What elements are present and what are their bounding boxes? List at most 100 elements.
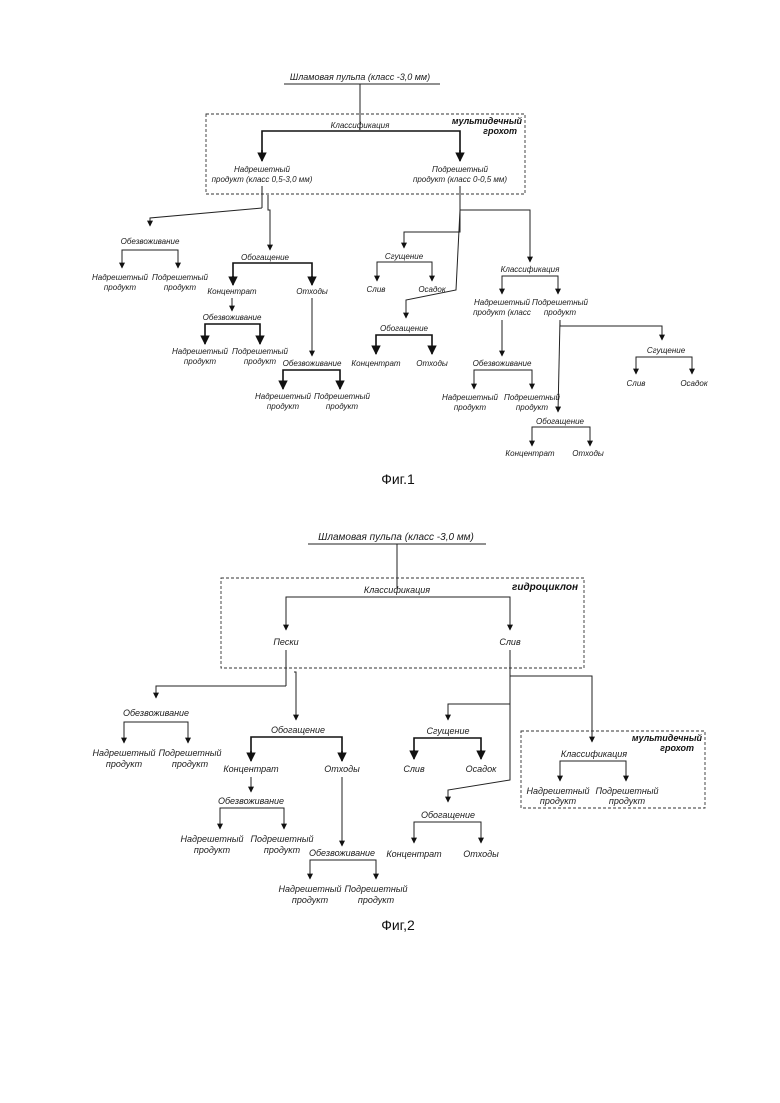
fig2-classification-bracket bbox=[286, 597, 510, 626]
fig2-concentrate-b: Концентрат bbox=[386, 849, 442, 859]
fig2-cb-under-2: продукт bbox=[609, 796, 646, 806]
fig2-sands: Пески bbox=[273, 637, 298, 647]
fig1-feed-label: Шламовая пульпа (класс -3,0 мм) bbox=[290, 72, 430, 82]
fig1-dd-under-1: Подрешетный bbox=[504, 393, 561, 402]
fig2-dewatering-b: Обезвоживание bbox=[218, 796, 284, 806]
fig1-dc-under-2: продукт bbox=[326, 402, 359, 411]
figure-1: Шламовая пульпа (класс -3,0 мм) мультиде… bbox=[92, 72, 709, 487]
fig1-da-over-1: Надрешетный bbox=[92, 273, 149, 282]
fig2-dewatering-a: Обезвоживание bbox=[123, 708, 189, 718]
fig2-classification-label: Классификация bbox=[364, 585, 430, 595]
fig2-da-under-2: продукт bbox=[172, 759, 209, 769]
fig1-cb-under-2: продукт bbox=[544, 308, 577, 317]
fig2-dewatering-c-bracket bbox=[310, 860, 376, 876]
fig2-db-over-2: продукт bbox=[194, 845, 231, 855]
fig2-feed-label: Шламовая пульпа (класс -3,0 мм) bbox=[318, 532, 474, 543]
fig2-enrichment-a: Обогащение bbox=[271, 725, 325, 735]
fig2-arrow-enrichment-b bbox=[448, 676, 510, 802]
fig2-tails-a: Отходы bbox=[324, 764, 360, 774]
fig1-thickening-a-bracket bbox=[377, 262, 432, 278]
fig1-sediment-b: Осадок bbox=[680, 379, 709, 388]
fig2-arrow-thickening bbox=[448, 676, 510, 720]
fig2-dc-under-1: Подрешетный bbox=[345, 884, 408, 894]
fig2-cyclone-label: гидроциклон bbox=[512, 582, 578, 593]
fig1-cb-over-1: Надрешетный bbox=[474, 298, 531, 307]
fig2-dc-under-2: продукт bbox=[358, 895, 395, 905]
fig2-enrichment-b-bracket bbox=[414, 822, 481, 840]
fig2-tails-b: Отходы bbox=[463, 849, 499, 859]
fig1-dewatering-a-bracket bbox=[122, 250, 178, 264]
fig2-cb-over-1: Надрешетный bbox=[527, 786, 590, 796]
fig1-screen-label-2: грохот bbox=[483, 126, 517, 136]
fig1-sediment-a: Осадок bbox=[418, 285, 447, 294]
fig1-enrichment-a-bracket bbox=[233, 263, 312, 282]
fig1-thickening-b-bracket bbox=[636, 357, 692, 372]
fig1-oversize-2: продукт (класс 0,5-3,0 мм) bbox=[212, 175, 313, 184]
fig2-db-under-1: Подрешетный bbox=[251, 834, 314, 844]
fig1-cb-over-2: продукт (класс bbox=[473, 308, 531, 317]
fig1-classification-label: Классификация bbox=[331, 121, 391, 130]
fig2-caption: Фиг,2 bbox=[381, 917, 415, 933]
fig2-dc-over-2: продукт bbox=[292, 895, 329, 905]
fig1-thickening-b: Сгущение bbox=[647, 346, 686, 355]
fig1-oversize-1: Надрешетный bbox=[234, 165, 291, 174]
fig1-dd-under-2: продукт bbox=[516, 403, 549, 412]
fig2-dewatering-b-bracket bbox=[220, 808, 284, 826]
fig2-enrichment-a-bracket bbox=[251, 737, 342, 758]
fig1-arrow-thickening-b bbox=[560, 320, 662, 340]
fig1-enrichment-b-bracket bbox=[376, 335, 432, 352]
fig1-tails-c: Отходы bbox=[572, 449, 604, 458]
fig2-overflow-b: Слив bbox=[403, 764, 425, 774]
fig2-cb-over-2: продукт bbox=[540, 796, 577, 806]
fig1-dewatering-d-bracket bbox=[474, 370, 532, 386]
fig2-db-under-2: продукт bbox=[264, 845, 301, 855]
fig1-db-under-2: продукт bbox=[244, 357, 277, 366]
fig1-da-under-2: продукт bbox=[164, 283, 197, 292]
fig2-thickening-bracket bbox=[414, 738, 481, 756]
fig1-concentrate-c: Концентрат bbox=[505, 449, 554, 458]
fig1-tails-a: Отходы bbox=[296, 287, 328, 296]
fig1-overflow-a: Слив bbox=[367, 285, 386, 294]
fig1-da-over-2: продукт bbox=[104, 283, 137, 292]
fig2-overflow: Слив bbox=[499, 637, 521, 647]
fig2-arrow-enrichment-a bbox=[294, 672, 296, 720]
fig2-concentrate-a: Концентрат bbox=[223, 764, 279, 774]
fig1-dc-over-2: продукт bbox=[267, 402, 300, 411]
fig1-dewatering-d: Обезвоживание bbox=[473, 359, 532, 368]
fig2-screen-label-2: грохот bbox=[660, 743, 694, 753]
fig1-undersize-2: продукт (класс 0-0,5 мм) bbox=[413, 175, 507, 184]
fig1-screen-label-1: мультидечный bbox=[452, 116, 523, 126]
fig1-overflow-b: Слив bbox=[627, 379, 646, 388]
fig1-dewatering-c-bracket bbox=[283, 370, 340, 386]
fig1-db-over-2: продукт bbox=[184, 357, 217, 366]
fig2-da-over-1: Надрешетный bbox=[93, 748, 156, 758]
fig2-cb-under-1: Подрешетный bbox=[596, 786, 659, 796]
fig1-classification-b: Классификация bbox=[501, 265, 561, 274]
fig1-db-over-1: Надрешетный bbox=[172, 347, 229, 356]
fig1-tails-b: Отходы bbox=[416, 359, 448, 368]
fig2-dewatering-c: Обезвоживание bbox=[309, 848, 375, 858]
fig1-dd-over-1: Надрешетный bbox=[442, 393, 499, 402]
fig1-caption: Фиг.1 bbox=[381, 471, 415, 487]
fig2-db-over-1: Надрешетный bbox=[181, 834, 244, 844]
fig2-classification-b: Классификация bbox=[561, 749, 627, 759]
fig2-dc-over-1: Надрешетный bbox=[279, 884, 342, 894]
fig1-concentrate-b: Концентрат bbox=[351, 359, 400, 368]
fig2-classification-b-bracket bbox=[560, 761, 626, 778]
fig1-da-under-1: Подрешетный bbox=[152, 273, 209, 282]
fig1-dc-over-1: Надрешетный bbox=[255, 392, 312, 401]
fig2-da-under-1: Подрешетный bbox=[159, 748, 222, 758]
fig1-thickening-a: Сгущение bbox=[385, 252, 424, 261]
fig1-dewatering-b-bracket bbox=[205, 324, 260, 342]
fig1-arrow-thickening-a bbox=[404, 210, 460, 248]
fig1-classification-bracket bbox=[262, 131, 460, 160]
fig1-dc-under-1: Подрешетный bbox=[314, 392, 371, 401]
fig2-da-over-2: продукт bbox=[106, 759, 143, 769]
fig1-dewatering-b: Обезвоживание bbox=[203, 313, 262, 322]
fig1-arrow-enrichment-b bbox=[406, 210, 460, 318]
fig1-enrichment-c: Обогащение bbox=[536, 417, 585, 426]
fig1-enrichment-b: Обогащение bbox=[380, 324, 429, 333]
fig2-sediment: Осадок bbox=[466, 764, 497, 774]
fig2-arrow-screen bbox=[510, 676, 592, 742]
